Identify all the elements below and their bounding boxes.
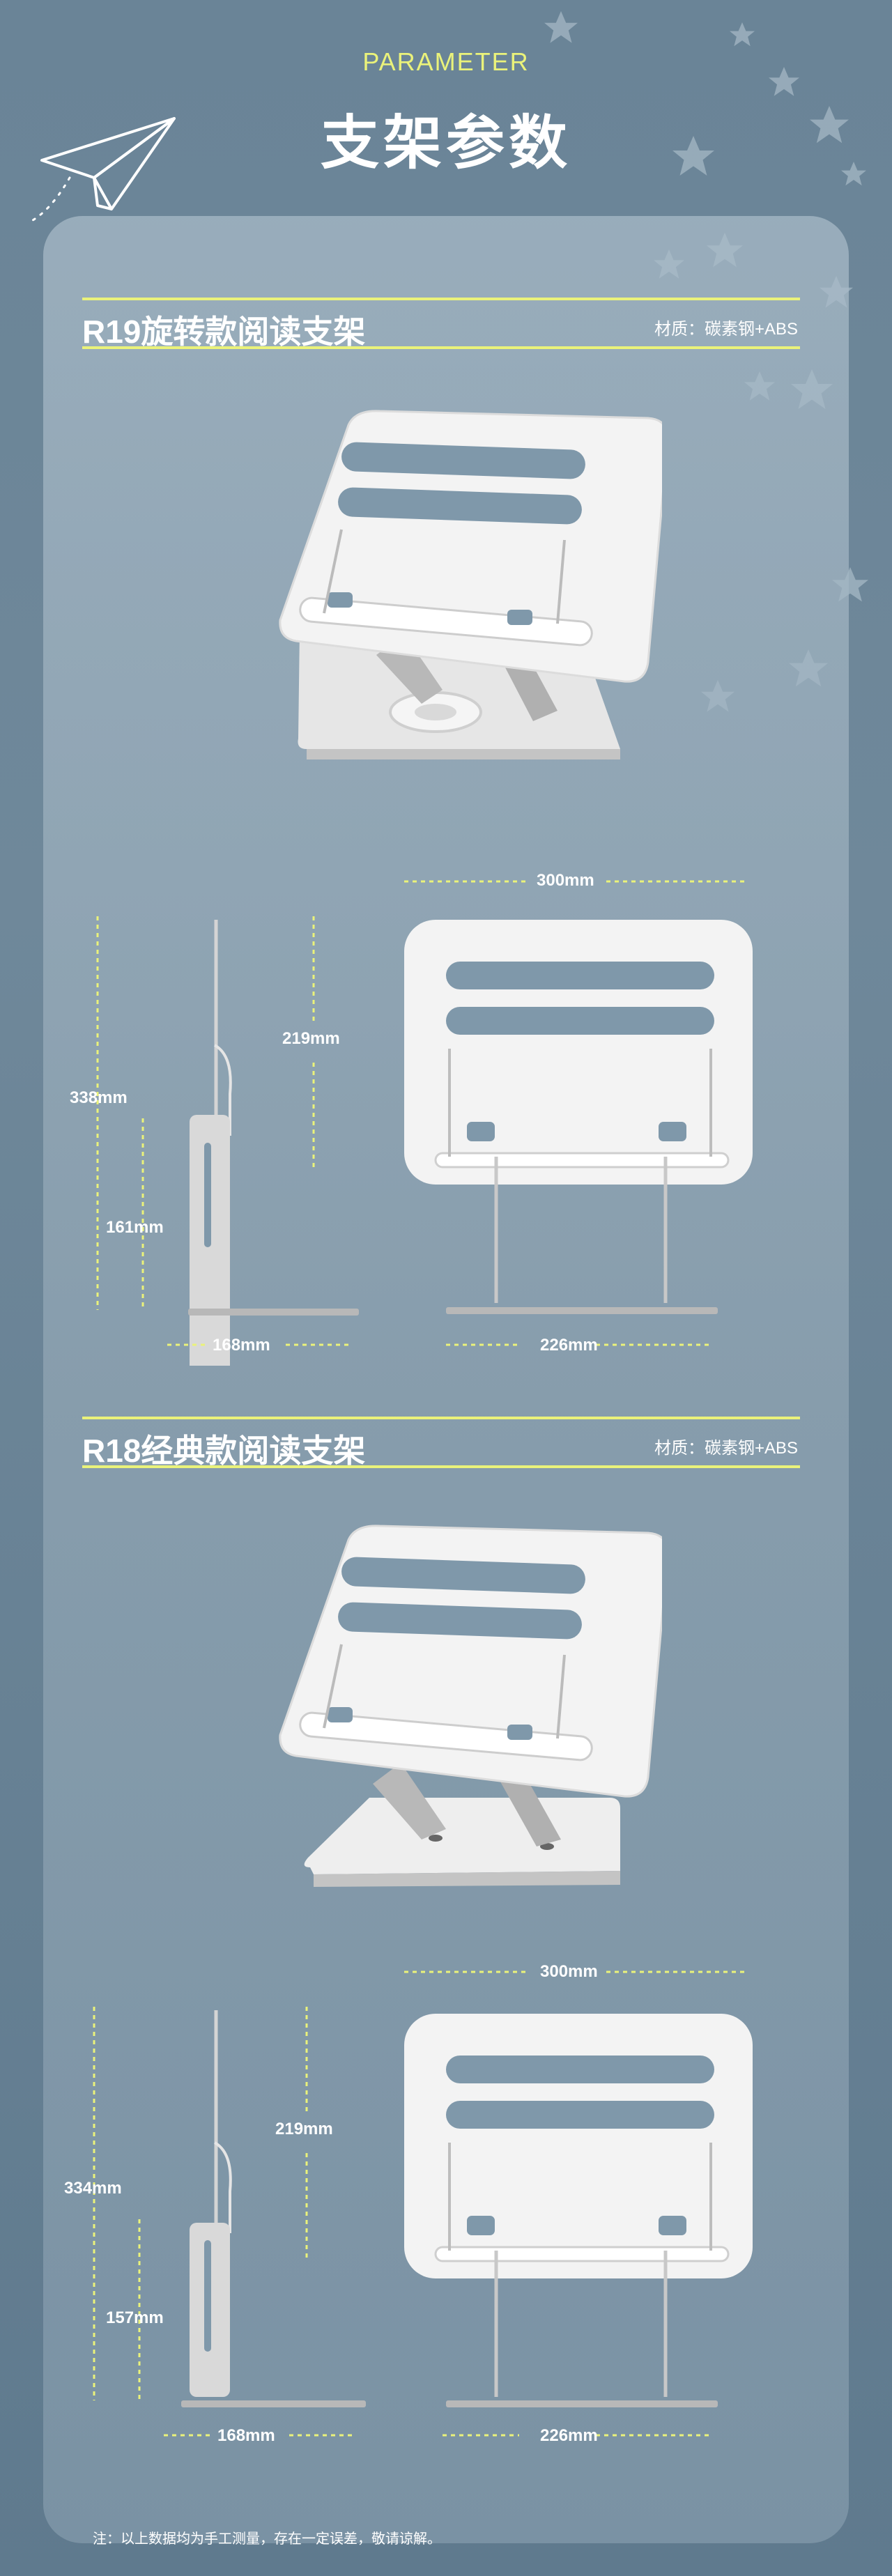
dimension-diagram	[93, 1970, 753, 2437]
side-view	[181, 2010, 366, 2407]
dim-label-base-depth: 168mm	[217, 2426, 275, 2445]
dim-label-base-width: 226mm	[540, 2426, 598, 2445]
dim-label-total-height: 334mm	[64, 2179, 122, 2198]
dimension-diagram	[96, 880, 753, 1366]
dim-label-total-height: 338mm	[70, 1088, 128, 1107]
section-title: R18经典款阅读支架	[82, 1433, 366, 1469]
dim-label-depth-side: 219mm	[275, 2120, 333, 2138]
front-view	[404, 2014, 753, 2407]
section-material: 材质：碳素钢+ABS	[654, 1439, 798, 1458]
product-image	[279, 410, 662, 759]
dim-label-base-width: 226mm	[540, 1336, 598, 1355]
dim-label-depth-side: 219mm	[282, 1029, 340, 1048]
section-material: 材质：碳素钢+ABS	[654, 320, 798, 339]
star-icon	[544, 10, 578, 43]
section-divider	[82, 298, 800, 300]
dim-label-width-top: 300mm	[540, 1962, 598, 1981]
header-eyebrow: PARAMETER	[362, 47, 530, 76]
product-image	[279, 1525, 662, 1887]
dimension-lines	[93, 1970, 746, 2437]
star-icon	[730, 22, 755, 47]
front-view	[404, 920, 753, 1314]
paper-plane-icon	[28, 117, 176, 224]
section-divider	[82, 1417, 800, 1419]
page-title: 支架参数	[320, 110, 571, 176]
side-view	[188, 920, 359, 1366]
dim-label-lower-height: 161mm	[106, 1218, 164, 1237]
section-divider	[82, 1465, 800, 1468]
dim-label-width-top: 300mm	[537, 871, 594, 890]
footer-note: 注：以上数据均为手工测量，存在一定误差，敬请谅解。	[93, 2531, 441, 2547]
section-title: R19旋转款阅读支架	[82, 314, 366, 350]
section-divider	[82, 346, 800, 349]
dim-label-lower-height: 157mm	[106, 2308, 164, 2327]
dimension-lines	[96, 880, 746, 1346]
dim-label-base-depth: 168mm	[213, 1336, 270, 1355]
